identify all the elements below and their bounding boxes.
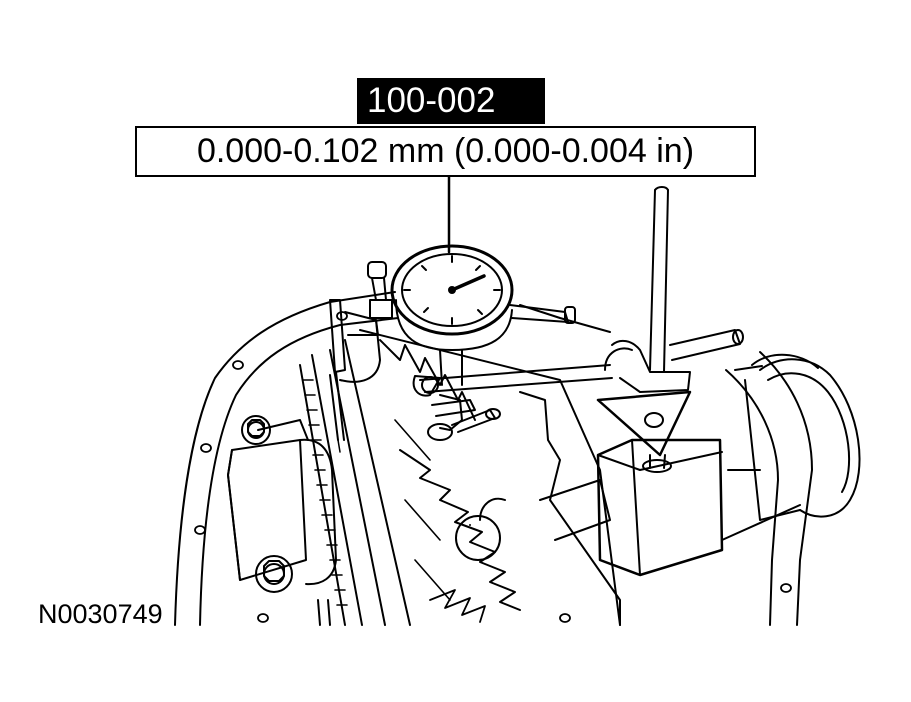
lower-gear-teeth: [429, 589, 486, 623]
pinion-flange: [721, 353, 861, 541]
figure-id-label: N0030749: [38, 599, 163, 629]
magnetic-base-icon: [596, 186, 744, 577]
dial-indicator-icon: [390, 244, 576, 386]
bearing-cap-left: [227, 415, 337, 593]
housing-inner-flange: [199, 317, 399, 626]
tool-number-label: 100-002: [357, 78, 545, 124]
backlash-specification-box: 0.000-0.102 mm (0.000-0.004 in): [135, 126, 756, 177]
cap-bolt-bottom: [255, 555, 293, 593]
housing-inner-flange-right: [725, 369, 779, 626]
cap-bolt-top: [241, 415, 271, 445]
ring-gear: [299, 329, 621, 626]
housing-outline: [174, 291, 813, 626]
bottom-lines: [317, 599, 331, 626]
carrier-body: [455, 391, 621, 626]
indicator-holder-arm: [329, 261, 613, 453]
